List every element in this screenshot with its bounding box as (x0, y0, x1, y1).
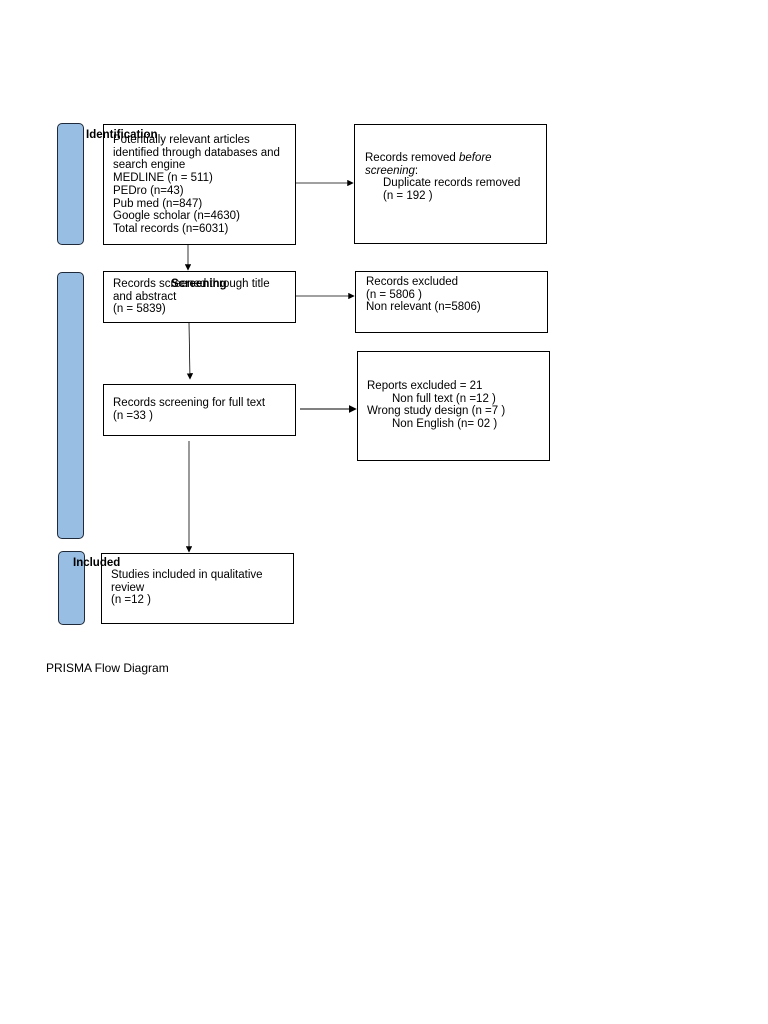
identification-label: Identification (86, 129, 158, 141)
screened-line-1: Records screened through title (113, 278, 270, 290)
arrow-screened-to-fulltext (186, 322, 194, 380)
identified-line-4: MEDLINE (n = 511) (113, 172, 213, 185)
studies-included-box: Studies included in qualitative review (… (101, 553, 294, 624)
included-stage-bar (58, 551, 85, 625)
excluded-line-1: Records excluded (366, 276, 459, 288)
reports-line-4: Non English (n= 02 ) (392, 418, 498, 431)
identification-stage-bar (57, 123, 84, 245)
identified-line-7: Google scholar (n=4630) (113, 210, 240, 223)
identified-line-1: Potentially relevant articles (113, 134, 250, 146)
screened-line-3: (n = 5839) (113, 303, 166, 316)
screening-stage-bar (57, 272, 84, 539)
identified-records-box: Potentially relevant articles identified… (103, 124, 296, 245)
identified-line-5: PEDro (n=43) (113, 184, 184, 197)
records-removed-box: Records removed before screening: Duplic… (354, 124, 547, 244)
identified-line-8: Total records (n=6031) (113, 222, 229, 235)
full-text-screening-box: Records screening for full text (n =33 ) (103, 384, 296, 436)
identified-line-3: search engine (113, 159, 186, 172)
fulltext-line-1: Records screening for full text (113, 397, 266, 409)
included-line-2: review (111, 581, 145, 594)
reports-excluded-box: Reports excluded = 21 Non full text (n =… (357, 351, 550, 461)
reports-line-1: Reports excluded = 21 (367, 380, 483, 392)
removed-line-2: screening: (365, 164, 419, 177)
records-screened-box: Records screened through title and abstr… (103, 271, 296, 323)
included-line-1: Studies included in qualitative (111, 569, 263, 581)
excluded-line-3: Non relevant (n=5806) (366, 301, 481, 314)
included-line-3: (n =12 ) (111, 594, 151, 607)
fulltext-line-2: (n =33 ) (113, 409, 153, 422)
screened-line-2: and abstract (113, 290, 177, 303)
records-excluded-box: Records excluded (n = 5806 ) Non relevan… (355, 271, 548, 333)
identified-line-2: identified through databases and (113, 146, 280, 159)
removed-line-4: (n = 192 ) (383, 190, 433, 203)
excluded-line-2: (n = 5806 ) (366, 288, 422, 301)
removed-line-1: Records removed before (365, 152, 492, 164)
reports-line-3: Wrong study design (n =7 ) (367, 405, 506, 418)
screening-label: Screening (171, 278, 227, 290)
reports-line-2: Non full text (n =12 ) (392, 392, 496, 405)
removed-line-3: Duplicate records removed (383, 177, 521, 190)
diagram-caption: PRISMA Flow Diagram (46, 661, 169, 675)
identified-line-6: Pub med (n=847) (113, 197, 203, 210)
included-label: Included (73, 557, 121, 569)
